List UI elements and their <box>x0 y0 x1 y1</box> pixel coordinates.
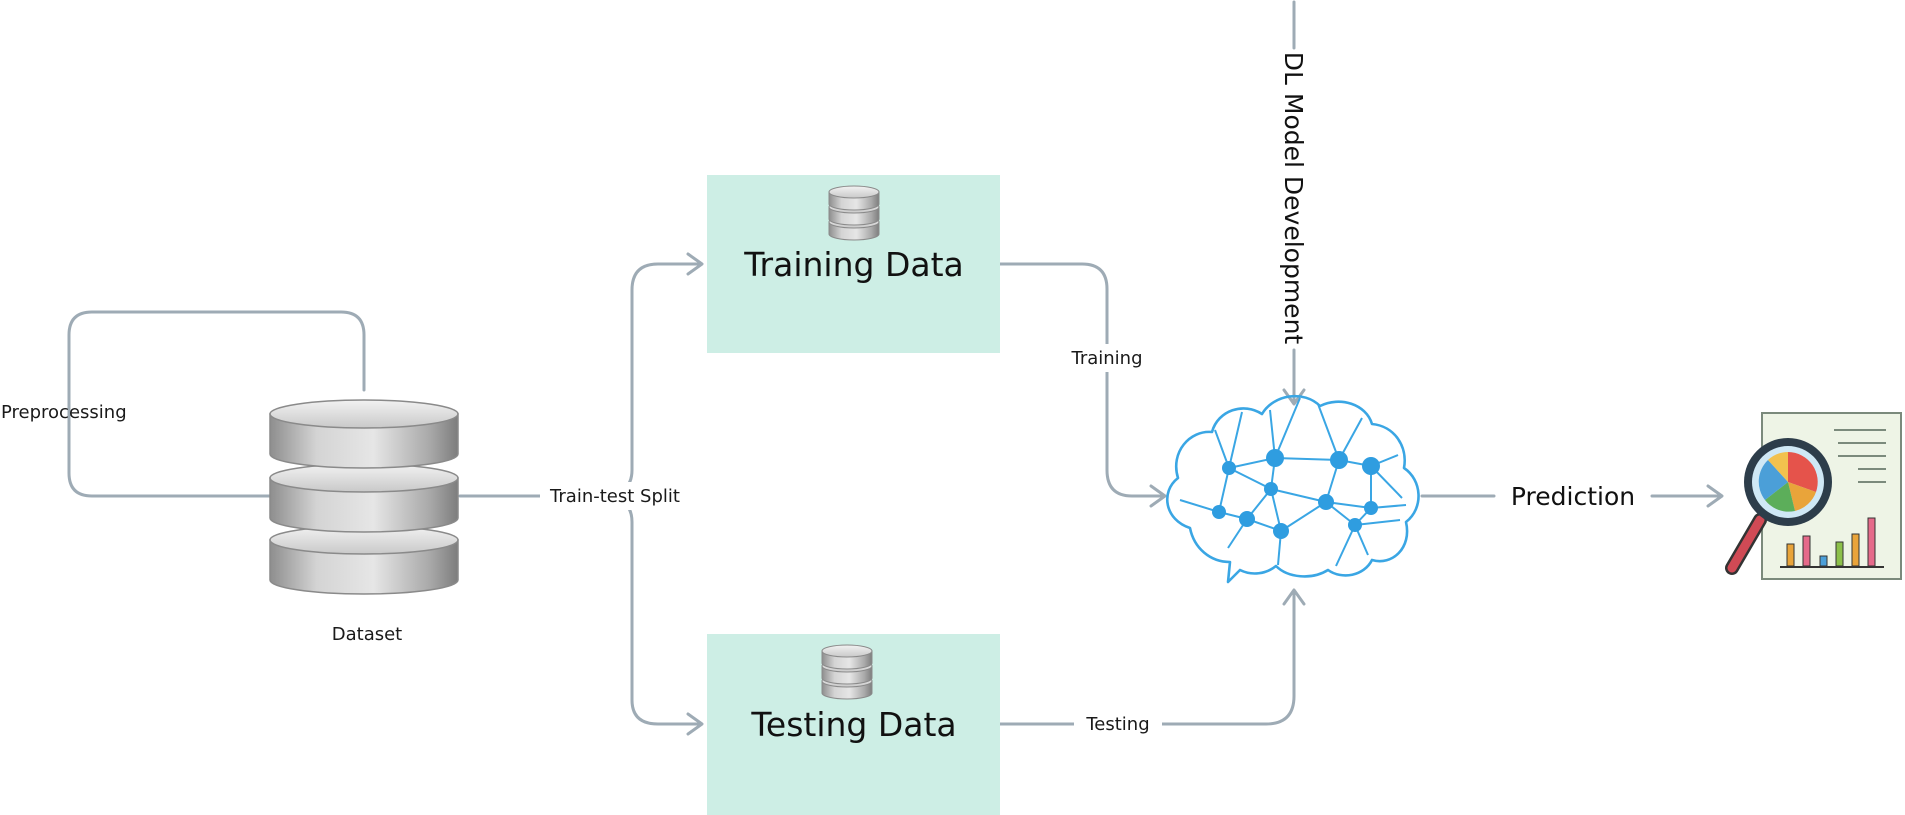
train-test-split-label: Train-test Split <box>549 486 680 507</box>
split-label-backdrop <box>540 482 690 510</box>
arrowhead-testing <box>686 712 704 736</box>
training-label-backdrop <box>1062 344 1154 372</box>
preprocessing-label: Preprocessing <box>1 402 127 423</box>
arrowhead-model-top <box>1282 388 1306 406</box>
prediction-label: Prediction <box>1511 482 1635 511</box>
dataset-label: Dataset <box>332 624 403 645</box>
split-to-testing <box>598 494 702 726</box>
testing-database-icon <box>821 644 873 700</box>
training-edge-label: Training <box>1070 348 1142 369</box>
dl-model-development-label: DL Model Development <box>1279 52 1308 345</box>
arrowhead-model-bottom <box>1282 588 1306 606</box>
training-database-icon <box>828 185 880 241</box>
preprocessing-loop <box>67 310 366 498</box>
testing-data-title: Testing Data <box>750 705 956 744</box>
testing-edge-label: Testing <box>1085 714 1149 735</box>
connectors <box>67 0 1724 736</box>
split-to-training <box>598 262 702 498</box>
testing-to-model <box>998 590 1296 726</box>
dataset-database-icon <box>269 399 459 595</box>
training-to-model <box>998 262 1165 498</box>
arrowhead-model-left <box>1149 484 1167 508</box>
brain-network-icon <box>1166 394 1420 584</box>
testing-label-backdrop <box>1074 710 1162 738</box>
arrowhead-prediction <box>1706 484 1724 508</box>
report-magnifier-chart-icon <box>1725 412 1902 580</box>
arrowhead-training <box>686 252 704 276</box>
training-data-title: Training Data <box>743 245 964 284</box>
